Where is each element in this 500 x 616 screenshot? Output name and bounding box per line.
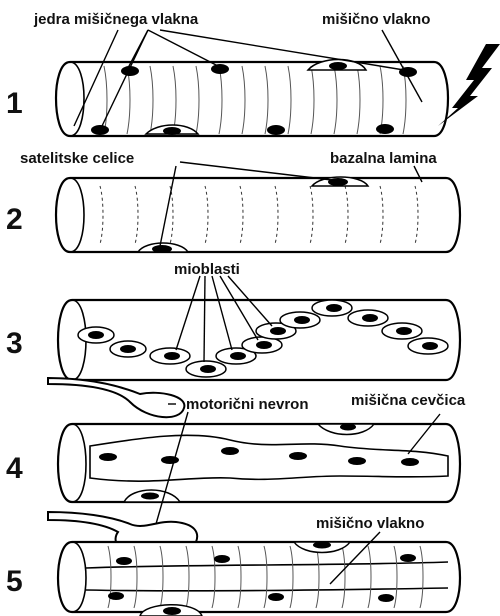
nucleus	[91, 125, 109, 135]
label-muscle-fiber-top: mišično vlakno	[322, 11, 430, 28]
nucleus	[267, 125, 285, 135]
stage-number-4: 4	[6, 452, 23, 485]
nucleus	[378, 594, 394, 602]
label-myotube: mišična cevčica	[351, 392, 466, 409]
nucleus	[376, 124, 394, 134]
label-basal-lamina: bazalna lamina	[330, 150, 437, 167]
nucleus	[268, 593, 284, 601]
motor-neuron-stage-4	[48, 378, 184, 417]
nucleus	[289, 452, 307, 460]
label-satellite-cells: satelitske celice	[20, 150, 134, 167]
myoblast	[150, 348, 190, 364]
label-muscle-fiber-bottom: mišično vlakno	[316, 515, 424, 532]
nucleus	[214, 555, 230, 563]
nucleus	[116, 557, 132, 565]
myoblast	[382, 323, 422, 339]
stage-number-2: 2	[6, 203, 23, 236]
nucleus	[99, 453, 117, 461]
myoblast	[280, 312, 320, 328]
myoblast	[78, 327, 114, 343]
stage-2-fiber	[56, 177, 460, 253]
nucleus	[211, 64, 229, 74]
stage-number-3: 3	[6, 327, 23, 360]
stage-number-1: 1	[6, 87, 23, 120]
nucleus	[161, 456, 179, 464]
myoblast	[186, 361, 226, 377]
nucleus	[108, 592, 124, 600]
nucleus	[400, 554, 416, 562]
stage-number-5: 5	[6, 565, 23, 598]
nucleus	[221, 447, 239, 455]
stage-5-fiber	[58, 542, 460, 616]
label-nuclei: jedra mišičnega vlakna	[33, 11, 199, 28]
stage-4-fiber	[58, 424, 460, 503]
myoblast	[110, 341, 146, 357]
myoblast	[348, 310, 388, 326]
myoblast	[312, 300, 352, 316]
nucleus	[401, 458, 419, 466]
label-myoblasts: mioblasti	[174, 261, 240, 278]
label-motor-neuron: motorični nevron	[186, 396, 309, 413]
myoblast	[408, 338, 448, 354]
nucleus	[348, 457, 366, 465]
